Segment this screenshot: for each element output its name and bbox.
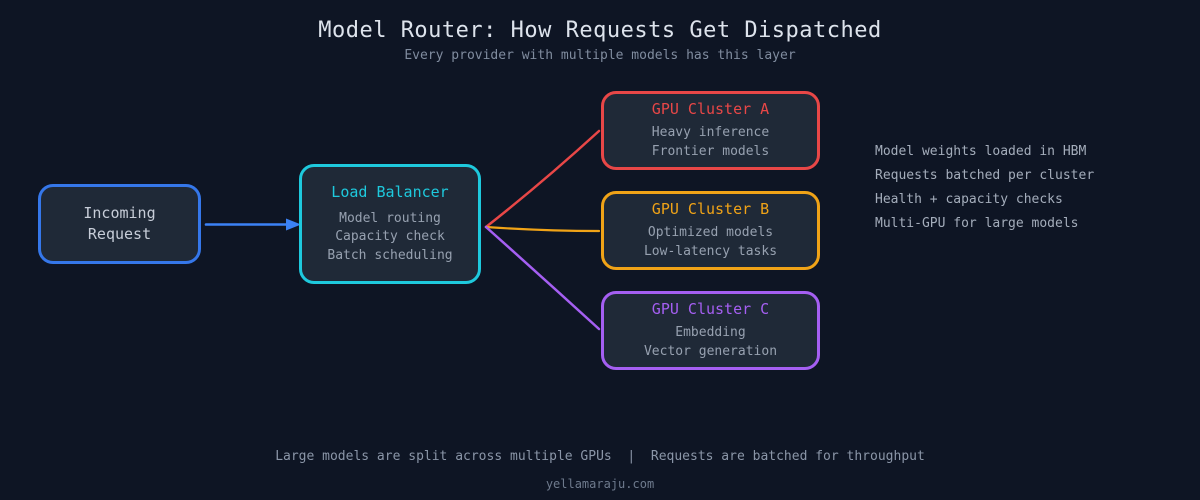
- node-incoming-request: Incoming Request: [38, 184, 201, 264]
- note-multi-gpu: Multi-GPU for large models: [875, 216, 1079, 231]
- arrowhead-icon: [286, 218, 301, 231]
- node-gpu-cluster-a: GPU Cluster A Heavy inference Frontier m…: [601, 91, 820, 170]
- edge-incoming-to-balancer: [204, 218, 301, 231]
- node-load-balancer: Load Balancer Model routing Capacity che…: [299, 164, 481, 284]
- load-balancer-title: Load Balancer: [331, 182, 449, 201]
- gpu-cluster-b-line2: Low-latency tasks: [643, 243, 778, 259]
- incoming-request-label-line1: Incoming: [83, 204, 156, 222]
- note-health-capacity: Health + capacity checks: [875, 192, 1063, 207]
- gpu-cluster-c-line2: Vector generation: [643, 343, 778, 359]
- note-hbm: Model weights loaded in HBM: [875, 144, 1087, 159]
- gpu-cluster-c-line1: Embedding: [675, 325, 746, 340]
- edge-balancer-to-cluster-c: [484, 225, 601, 331]
- load-balancer-line3: Batch scheduling: [327, 247, 453, 263]
- node-gpu-cluster-b: GPU Cluster B Optimized models Low-laten…: [601, 191, 820, 270]
- node-gpu-cluster-c: GPU Cluster C Embedding Vector generatio…: [601, 291, 820, 370]
- load-balancer-line2: Capacity check: [335, 229, 445, 245]
- incoming-request-label-line2: Request: [87, 225, 152, 243]
- load-balancer-line1: Model routing: [339, 210, 441, 226]
- gpu-cluster-a-title: GPU Cluster A: [651, 100, 770, 118]
- diagram-title: Model Router: How Requests Get Dispatche…: [318, 18, 882, 43]
- gpu-cluster-b-title: GPU Cluster B: [651, 200, 770, 218]
- gpu-cluster-a-line1: Heavy inference: [651, 125, 770, 140]
- watermark-text: yellamaraju.com: [545, 477, 655, 491]
- edge-balancer-to-cluster-b: [484, 225, 601, 233]
- note-batched-per-cluster: Requests batched per cluster: [875, 168, 1095, 183]
- edge-balancer-to-cluster-a: [484, 129, 601, 229]
- gpu-cluster-a-line2: Frontier models: [651, 143, 770, 159]
- gpu-cluster-b-line1: Optimized models: [647, 225, 774, 240]
- diagram-subtitle: Every provider with multiple models has …: [404, 48, 796, 63]
- cluster-notes-list: Model weights loaded in HBM Requests bat…: [875, 140, 1094, 236]
- bottom-caption: Large models are split across multiple G…: [275, 449, 925, 464]
- gpu-cluster-c-title: GPU Cluster C: [651, 300, 770, 318]
